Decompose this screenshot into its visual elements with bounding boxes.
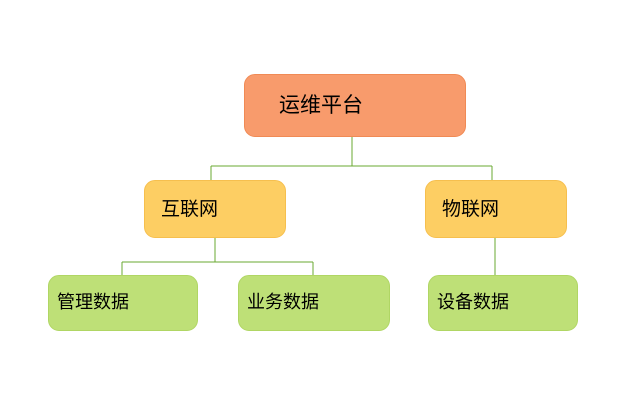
node-leaf-three[interactable]: 设备数据 — [428, 275, 578, 331]
node-branch-right-label: 物联网 — [442, 197, 500, 220]
node-leaf-one[interactable]: 管理数据 — [48, 275, 198, 331]
node-leaf-two[interactable]: 业务数据 — [238, 275, 390, 331]
node-root[interactable]: 运维平台 — [244, 74, 466, 137]
node-leaf-three-label: 设备数据 — [437, 292, 509, 314]
node-branch-right[interactable]: 物联网 — [425, 180, 567, 238]
node-branch-left-label: 互联网 — [161, 197, 219, 220]
node-leaf-two-label: 业务数据 — [247, 292, 319, 314]
node-branch-left[interactable]: 互联网 — [144, 180, 286, 238]
node-leaf-one-label: 管理数据 — [57, 292, 129, 314]
node-root-label: 运维平台 — [279, 92, 363, 117]
